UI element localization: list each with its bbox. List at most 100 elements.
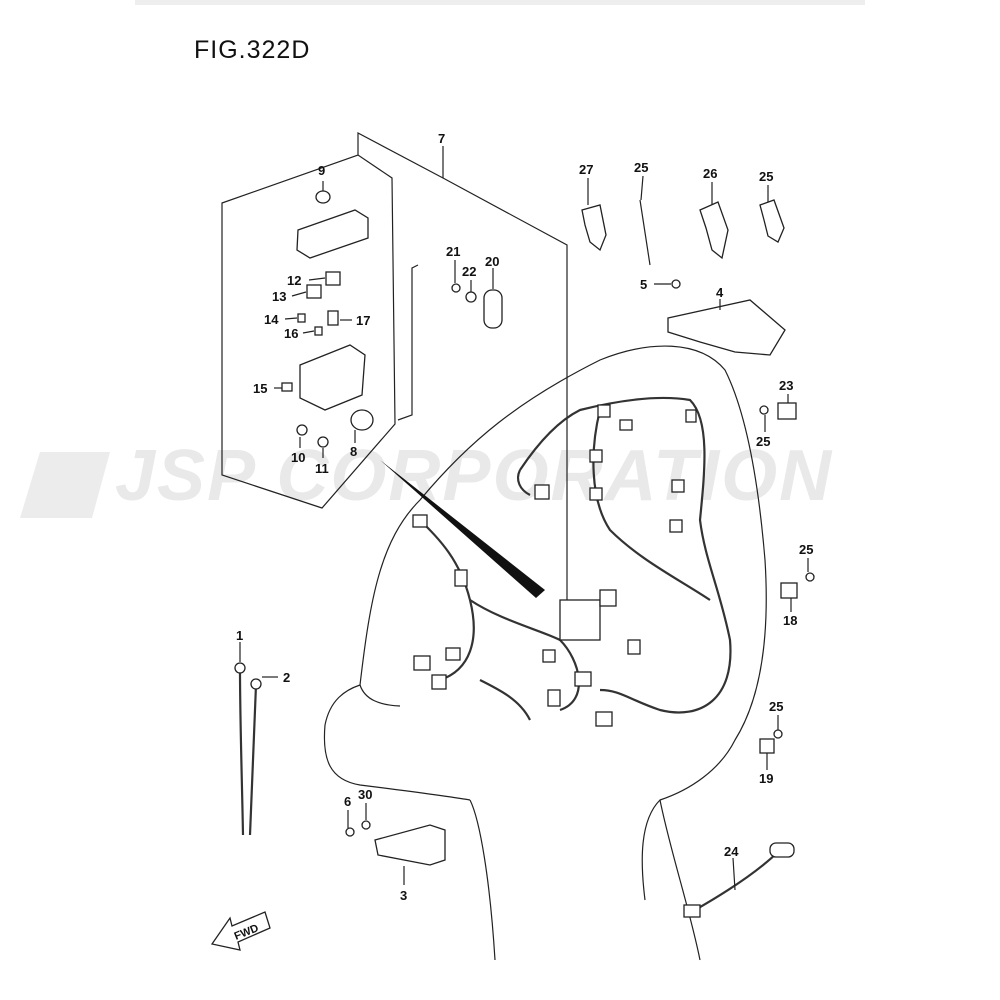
callout-23: 23 [779,378,793,393]
connector-24b [769,842,795,858]
callout-17: 17 [356,313,370,328]
callout-29: 27 [579,162,593,177]
callout-2: 2 [283,670,290,685]
callout-15: 15 [253,381,267,396]
nut-22 [465,291,477,303]
watermark: JSP CORPORATION [20,436,833,518]
nut-11 [317,436,329,448]
relay-13 [306,284,322,299]
connector [413,655,431,671]
callout-25-b: 25 [799,542,813,557]
callout-1: 1 [236,628,243,643]
callout-11: 11 [315,461,329,476]
figure-title: FIG.322D [194,36,311,64]
callout-18: 18 [783,613,797,628]
callout-4: 4 [716,285,724,300]
callout-3: 3 [400,888,407,903]
connector [619,419,633,431]
bolt-5 [671,279,681,289]
callout-25-c: 25 [769,699,783,714]
bolt-10 [296,424,308,436]
fuse-16 [314,326,323,336]
bolt-25a [759,405,769,415]
connector [542,649,556,663]
callout-24: 24 [724,844,739,859]
ecu-module [559,599,601,641]
callout-labels: 9 12 13 14 16 17 15 10 11 8 7 21 22 20 2… [236,131,813,903]
cap-8 [350,409,374,431]
connector [547,689,561,707]
callout-26: 25 [759,169,773,184]
callout-22: 22 [462,264,476,279]
connector [534,484,550,500]
clamp-28 [699,201,729,260]
callout-13: 13 [272,289,286,304]
engine-cowling [323,345,767,961]
bolt-25c [773,729,783,739]
pointer-wedge [380,460,545,598]
connector [412,514,428,528]
top-divider [135,0,865,5]
bolt-25b [805,572,815,582]
relay-12 [325,271,341,286]
fuse-box-parts [281,190,503,448]
callout-20: 20 [485,254,499,269]
connector [445,647,461,661]
fuse-17 [327,310,339,326]
harness-24-group [683,842,795,918]
callout-8: 8 [350,444,357,459]
callout-7: 7 [438,131,445,146]
wiring-harness [412,396,732,727]
bolt-6 [345,827,355,837]
tie-27 [639,199,651,266]
callout-21: 21 [446,244,460,259]
clamp-29 [581,204,607,252]
connector [669,519,683,533]
callout-12: 12 [287,273,301,288]
clamp-26 [759,199,785,243]
connector [431,674,447,690]
terminal-2 [250,678,262,690]
washer-30 [361,820,371,830]
connector [627,639,641,655]
connector-24a [683,904,701,918]
bracket-23 [777,402,797,420]
fuse-14 [297,313,306,323]
callout-30: 30 [358,787,372,802]
callout-10: 10 [291,450,305,465]
bracket-3-group [345,820,446,866]
bracket-19 [759,738,775,754]
watermark-logo [20,452,110,518]
connector [574,671,592,687]
callout-19: 19 [759,771,773,786]
clamp-parts [581,199,815,754]
bracket-18 [780,582,798,599]
connector [597,404,611,418]
ground-wires [234,662,262,836]
bracket-3 [374,824,446,866]
connector [685,409,697,423]
connector [589,487,603,501]
callout-27: 25 [634,160,648,175]
connector [595,711,613,727]
leader-lines [239,146,809,891]
terminal-1 [234,662,246,674]
connector [671,479,685,493]
boot-20 [483,289,503,329]
callout-25-a: 25 [756,434,770,449]
callout-14: 14 [264,312,279,327]
callout-6: 6 [344,794,351,809]
grommet-9 [315,190,331,204]
bracket-4 [667,299,786,356]
fwd-arrow: FWD [210,911,271,951]
callout-28: 26 [703,166,717,181]
fuse-box-cover [296,209,369,259]
fuse-box-body [299,344,366,411]
fuse-box-frame [221,132,568,600]
watermark-text: JSP CORPORATION [115,436,833,516]
connector [454,569,468,587]
washer-21 [451,283,461,293]
connector [599,589,617,607]
callout-16: 16 [284,326,298,341]
